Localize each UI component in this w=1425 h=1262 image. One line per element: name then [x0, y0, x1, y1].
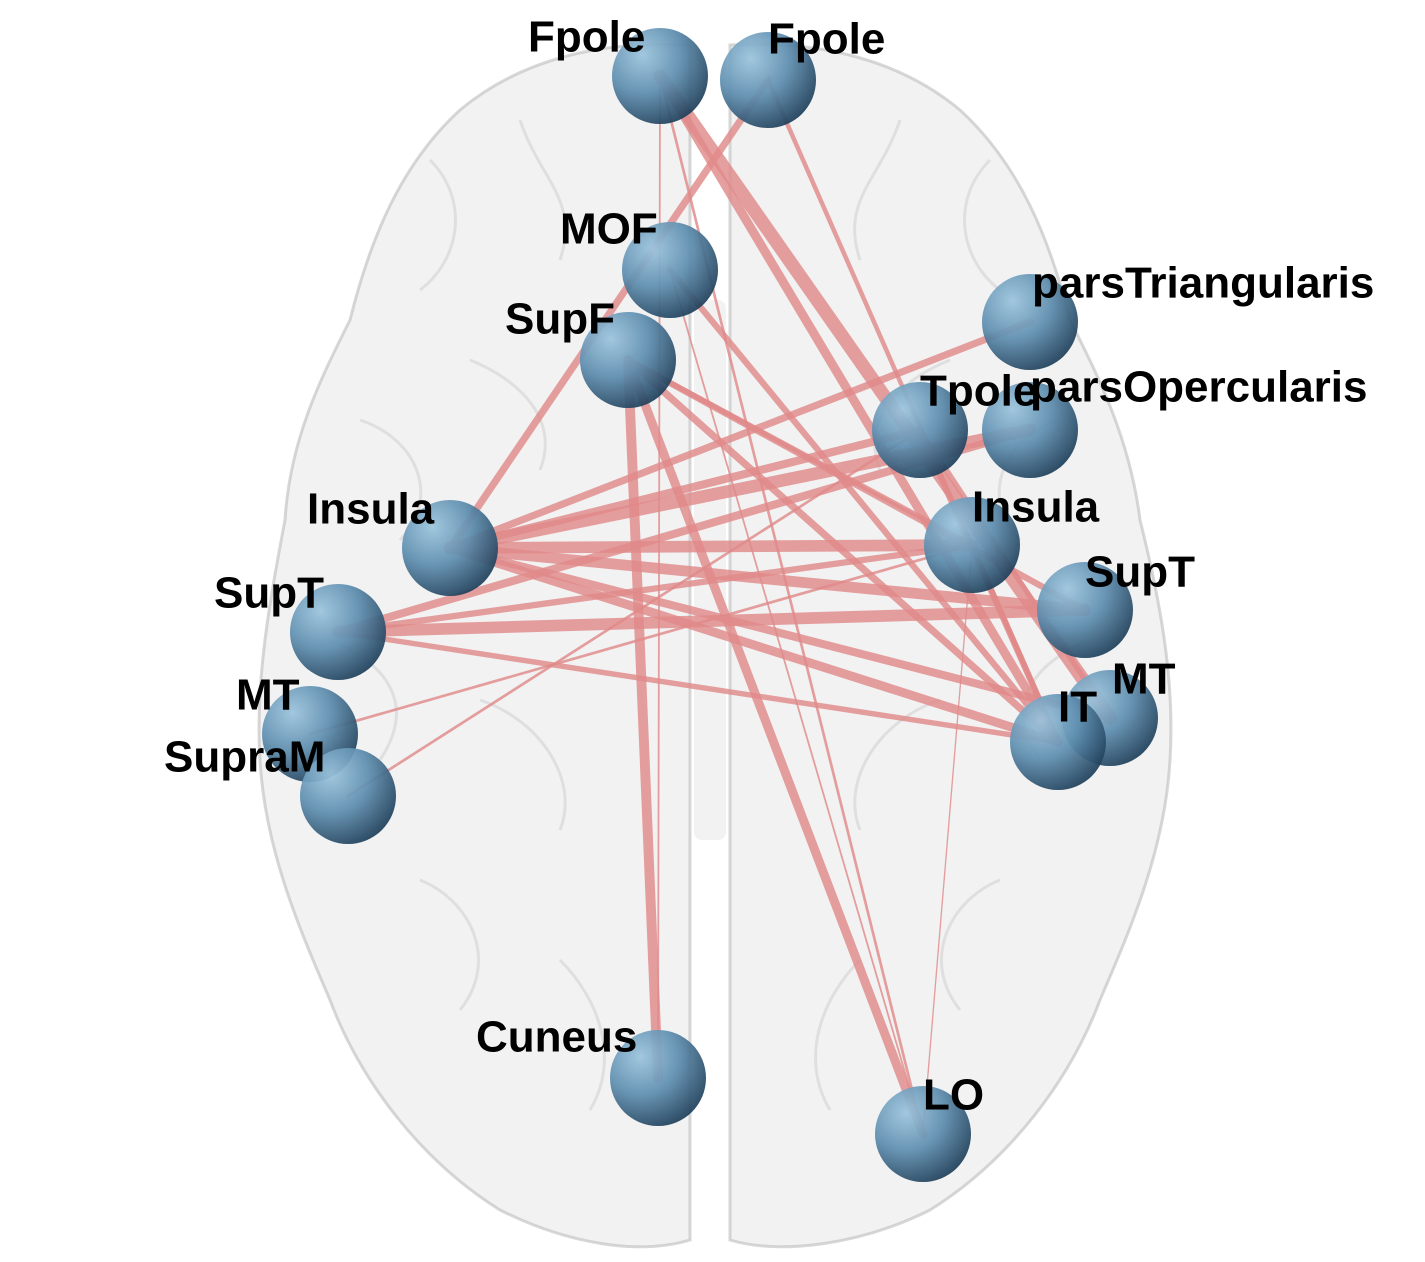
brain-sulci	[329, 119, 1091, 1111]
node-supram	[300, 748, 396, 844]
node-parstri	[982, 274, 1078, 370]
edge-supt_l-insula_r	[334, 541, 976, 636]
label-mt_r: MT	[1112, 655, 1176, 704]
node-supt_l	[290, 584, 386, 680]
label-supt_l: SupT	[214, 569, 324, 618]
node-it	[1010, 694, 1106, 790]
node-supf	[580, 312, 676, 408]
node-parsop	[982, 382, 1078, 478]
node-fpole_l	[612, 28, 708, 124]
node-insula_l	[402, 500, 498, 596]
edge-insula_l-parstri	[446, 318, 1034, 552]
label-supt_r: SupT	[1085, 548, 1195, 597]
edge-fpole_r-insula_l	[446, 76, 772, 552]
label-insula_l: Insula	[307, 485, 435, 534]
label-parsop: parsOpercularis	[1030, 363, 1368, 412]
label-fpole_l: Fpole	[528, 13, 645, 62]
edge-fpole_l-it	[655, 71, 1063, 747]
label-parstri: parsTriangularis	[1032, 259, 1374, 308]
edge-supram-tpole	[346, 428, 922, 798]
edge-lo-insula_r	[922, 544, 973, 1135]
edge-insula_l-mt_r	[445, 543, 1115, 723]
node-lo	[875, 1086, 971, 1182]
label-it: IT	[1058, 683, 1097, 732]
label-lo: LO	[923, 1071, 984, 1120]
nodes-layer	[262, 28, 1158, 1182]
label-tpole: Tpole	[920, 367, 1037, 416]
brain-left-hemisphere	[257, 42, 692, 1249]
label-supf: SupF	[505, 295, 615, 344]
edge-supt_l-supt_r	[332, 604, 1091, 638]
edge-mt_l-insula_r	[308, 543, 974, 736]
label-mof: MOF	[560, 205, 658, 254]
label-insula_r: Insula	[972, 483, 1100, 532]
node-tpole	[872, 382, 968, 478]
edge-insula_l-insula_r	[444, 539, 978, 554]
edge-supt_l-it	[335, 629, 1061, 745]
edge-tpole-mt_r	[917, 427, 1113, 721]
label-supram: SupraM	[164, 733, 325, 782]
node-mof	[622, 222, 718, 318]
edge-insula_l-supt_r	[444, 542, 1091, 616]
node-fpole_r	[720, 32, 816, 128]
node-supt_r	[1037, 562, 1133, 658]
edge-mof-it	[666, 266, 1062, 746]
node-insula_r	[924, 497, 1020, 593]
brain-outline	[257, 42, 1173, 1249]
edge-supf-insula_r	[625, 357, 975, 548]
label-mt_l: MT	[236, 671, 300, 720]
node-cuneus	[610, 1030, 706, 1126]
label-fpole_r: Fpole	[768, 15, 885, 64]
label-cuneus: Cuneus	[476, 1013, 637, 1062]
edge-insula_l-it	[445, 543, 1063, 747]
